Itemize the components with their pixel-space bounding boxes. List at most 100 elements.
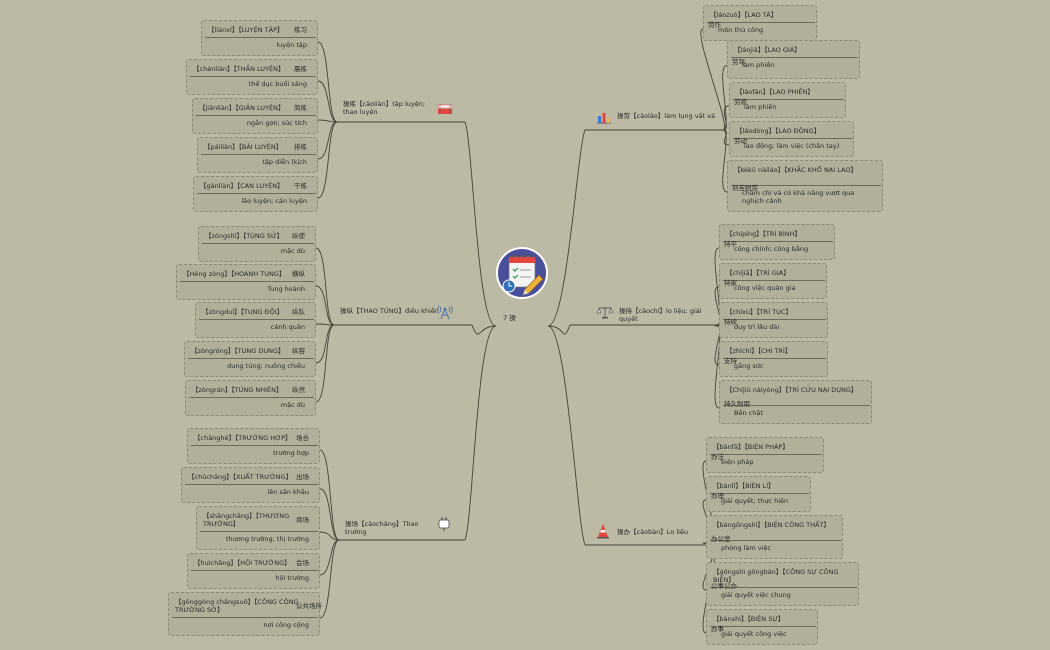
leaf-word-b6-3[interactable]: 公事公办: [711, 582, 737, 590]
leaf-divider: [710, 587, 857, 588]
leaf-word-b3-4[interactable]: 公共场所: [296, 602, 322, 610]
branch-label-b4[interactable]: 操劳【cāoláo】làm lụng vất vả: [617, 112, 715, 120]
leaf-word-b2-4[interactable]: 纵然: [292, 386, 305, 394]
leaf-meaning: nơi công cộng: [263, 621, 309, 629]
leaf-card-b5-0[interactable]: 【chípíng】【TRÌ BÌNH】công chính; công bằng: [719, 224, 835, 260]
leaf-pinyin: 【gànliàn】【CAN LUYỆN】: [200, 182, 284, 190]
leaf-card-b5-2[interactable]: 【chíxù】【TRÌ TỤC】duy trì lâu dài: [719, 302, 828, 338]
leaf-word-b1-3[interactable]: 排练: [294, 143, 307, 151]
leaf-word-b3-3[interactable]: 会场: [296, 559, 309, 567]
leaf-divider: [172, 617, 318, 618]
leaf-card-b5-3[interactable]: 【zhīchí】【CHI TRÌ】gắng sức: [719, 341, 828, 377]
leaf-meaning: giải quyết việc chung: [721, 591, 791, 599]
leaf-card-b1-4[interactable]: 【gànliàn】【CAN LUYỆN】lão luyện; cán luyện: [193, 176, 318, 212]
leaf-meaning: làm phiền: [742, 61, 775, 69]
leaf-card-b3-3[interactable]: 【huìchǎng】【HỘI TRƯỜNG】hội trường: [187, 553, 320, 589]
leaf-connector-b2-3: [315, 324, 335, 364]
leaf-word-b6-1[interactable]: 办理: [711, 492, 724, 500]
leaf-divider: [191, 570, 318, 571]
branch-label-b2[interactable]: 操纵【THAO TÚNG】điều khiển: [340, 307, 439, 315]
leaf-pinyin: 【bàngōngshì】【BIỆN CÔNG THẤT】: [713, 521, 830, 529]
signal-tower-icon: [437, 304, 453, 324]
leaf-meaning: ngắn gọn; súc tích: [246, 119, 307, 127]
leaf-card-b6-1[interactable]: 【bànlǐ】【BIỆN LÍ】giải quyết; thực hiện: [706, 476, 811, 512]
leaf-connector-b3-3: [319, 539, 340, 576]
leaf-meaning: chăm chỉ và có khả năng vượt qua nghịch …: [742, 189, 855, 205]
leaf-card-b5-4[interactable]: 【Chíjiǔ nàiyòng】【TRÌ CỬU NẠI DỤNG】Bền ch…: [719, 380, 872, 424]
leaf-card-b2-3[interactable]: 【zòngróng】【TUNG DUNG】dung túng; nuông ch…: [184, 341, 316, 377]
leaf-card-b6-3[interactable]: 【gōngshì gōngbàn】【CÔNG SỰ CÔNG BIỆN】giải…: [706, 562, 859, 606]
leaf-word-b1-0[interactable]: 练习: [294, 26, 307, 34]
leaf-word-b4-4[interactable]: 刻苦耐劳: [732, 184, 758, 192]
leaf-card-b4-1[interactable]: 【láojià】【LAO GIÁ】làm phiền: [727, 40, 860, 79]
leaf-card-b3-2[interactable]: 【shāngchǎng】【THƯƠNG TRƯỜNG】thương trường…: [196, 506, 320, 550]
leaf-pinyin: 【páiliàn】【BÀI LUYỆN】: [204, 143, 283, 151]
trunk-line-b4: [547, 129, 586, 327]
leaf-divider: [197, 193, 316, 194]
leaf-divider: [733, 99, 844, 100]
leaf-word-b6-4[interactable]: 办事: [711, 625, 724, 633]
leaf-word-b3-0[interactable]: 场合: [296, 434, 309, 442]
leaf-meaning: thương trường; thị trường: [226, 535, 309, 543]
leaf-card-b4-4[interactable]: 【kèkǔ nàiláo】【KHẮC KHỔ NẠI LAO】chăm chỉ …: [727, 160, 883, 212]
leaf-card-b4-3[interactable]: 【láodòng】【LAO ĐỘNG】lao động; làm việc (c…: [729, 121, 854, 157]
leaf-card-b4-0[interactable]: 【láozuò】【LAO TÁ】môn thủ công: [703, 5, 817, 41]
leaf-card-b2-4[interactable]: 【zòngrán】【TÚNG NHIÊN】mặc dù: [185, 380, 316, 416]
leaf-divider: [180, 281, 314, 282]
leaf-word-b6-0[interactable]: 办法: [711, 453, 724, 461]
leaf-meaning: giải quyết công việc: [721, 630, 787, 638]
leaf-word-b4-0[interactable]: 劳作: [708, 21, 721, 29]
leaf-card-b3-4[interactable]: 【gōnggòng chǎngsuǒ】【CÔNG CỘNG TRƯỜNG SỞ】…: [168, 592, 320, 636]
leaf-word-b1-4[interactable]: 干练: [294, 182, 307, 190]
leaf-meaning: phòng làm việc: [721, 544, 771, 552]
leaf-word-b2-1[interactable]: 横纵: [292, 270, 305, 278]
leaf-card-b1-0[interactable]: 【liànxí】【LUYỆN TẬP】luyện tập: [201, 20, 318, 56]
leaf-word-b5-3[interactable]: 支持: [724, 357, 737, 365]
leaf-card-b3-1[interactable]: 【chūchǎng】【XUẤT TRƯỜNG】lên sân khấu: [181, 467, 320, 503]
leaf-meaning: giải quyết; thực hiện: [721, 497, 789, 505]
branch-label-b6[interactable]: 操办【cāobàn】Lo liệu: [617, 528, 689, 536]
leaf-card-b6-0[interactable]: 【bànfǎ】【BIỆN PHÁP】biện pháp: [706, 437, 824, 473]
plug-icon: [437, 516, 451, 536]
leaf-word-b4-2[interactable]: 劳烦: [734, 98, 747, 106]
leaf-word-b1-1[interactable]: 晨练: [294, 65, 307, 73]
leaf-meaning: lao động; làm việc (chân tay): [744, 142, 840, 150]
leaf-divider: [723, 405, 870, 406]
leaf-word-b4-1[interactable]: 劳驾: [732, 57, 745, 66]
leaf-card-b1-3[interactable]: 【páiliàn】【BÀI LUYỆN】tập diễn (kịch: [197, 137, 318, 173]
leaf-card-b4-2[interactable]: 【láofán】【LAO PHIỀN】làm phiền: [729, 82, 846, 118]
leaf-connector-b3-4: [319, 539, 340, 619]
leaf-connector-b4-4: [722, 129, 728, 193]
leaf-word-b5-1[interactable]: 持家: [724, 279, 737, 287]
center-topic-icon[interactable]: [495, 245, 553, 303]
leaf-word-b2-3[interactable]: 纵容: [292, 347, 305, 355]
leaf-card-b6-4[interactable]: 【bànshì】【BIỆN SỰ】giải quyết công việc: [706, 609, 818, 645]
leaf-connector-b4-2: [722, 105, 730, 131]
leaf-pinyin: 【láozuò】【LAO TÁ】: [710, 11, 778, 19]
leaf-word-b5-2[interactable]: 持续: [724, 318, 737, 326]
leaf-card-b2-2[interactable]: 【zòngduì】【TUNG ĐỘI】cánh quân: [195, 302, 316, 338]
leaf-card-b6-2[interactable]: 【bàngōngshì】【BIỆN CÔNG THẤT】 phòng làm vi…: [706, 515, 843, 559]
leaf-word-b2-0[interactable]: 纵使: [292, 232, 305, 240]
leaf-word-b5-4[interactable]: 持久耐用: [724, 400, 750, 408]
leaf-card-b2-0[interactable]: 【zòngshǐ】【TÚNG SỬ】mặc dù: [198, 226, 316, 262]
leaf-word-b3-1[interactable]: 出场: [296, 473, 309, 481]
branch-label-b5[interactable]: 操持【cāochí】lo liệu; giải quyết: [619, 307, 702, 323]
leaf-card-b1-2[interactable]: 【jiǎnliàn】【GIẢN LUYỆN】ngắn gọn; súc tích: [192, 98, 318, 134]
leaf-connector-b5-1: [714, 286, 721, 326]
leaf-divider: [731, 185, 881, 186]
leaf-card-b3-0[interactable]: 【chǎnghé】【TRƯỜNG HỢP】trường hợp: [187, 428, 320, 464]
leaf-word-b2-2[interactable]: 纵队: [292, 308, 305, 316]
leaf-word-b5-0[interactable]: 持平: [724, 240, 737, 248]
leaf-word-b4-3[interactable]: 劳动: [734, 137, 747, 145]
branch-label-b1[interactable]: 操练【cāoliàn】tập luyện; thao luyện: [343, 100, 426, 116]
leaf-word-b1-2[interactable]: 简练: [294, 104, 307, 112]
branch-label-b3[interactable]: 操场【cāochǎng】Thao trường: [345, 520, 419, 536]
leaf-word-b6-2[interactable]: 办公室: [711, 535, 731, 543]
leaf-word-b3-2[interactable]: 商场: [296, 516, 309, 524]
leaf-card-b5-1[interactable]: 【chíjiā】【TRÌ GIA】công việc quản gia: [719, 263, 827, 299]
leaf-card-b2-1[interactable]: 【Héng zòng】【HOÀNH TUNG】Tung hoành: [176, 264, 316, 300]
leaf-card-b1-1[interactable]: 【chénliàn】【THẦN LUYỆN】thể dục buổi sáng: [186, 59, 318, 95]
leaf-meaning: công việc quản gia: [734, 284, 796, 292]
